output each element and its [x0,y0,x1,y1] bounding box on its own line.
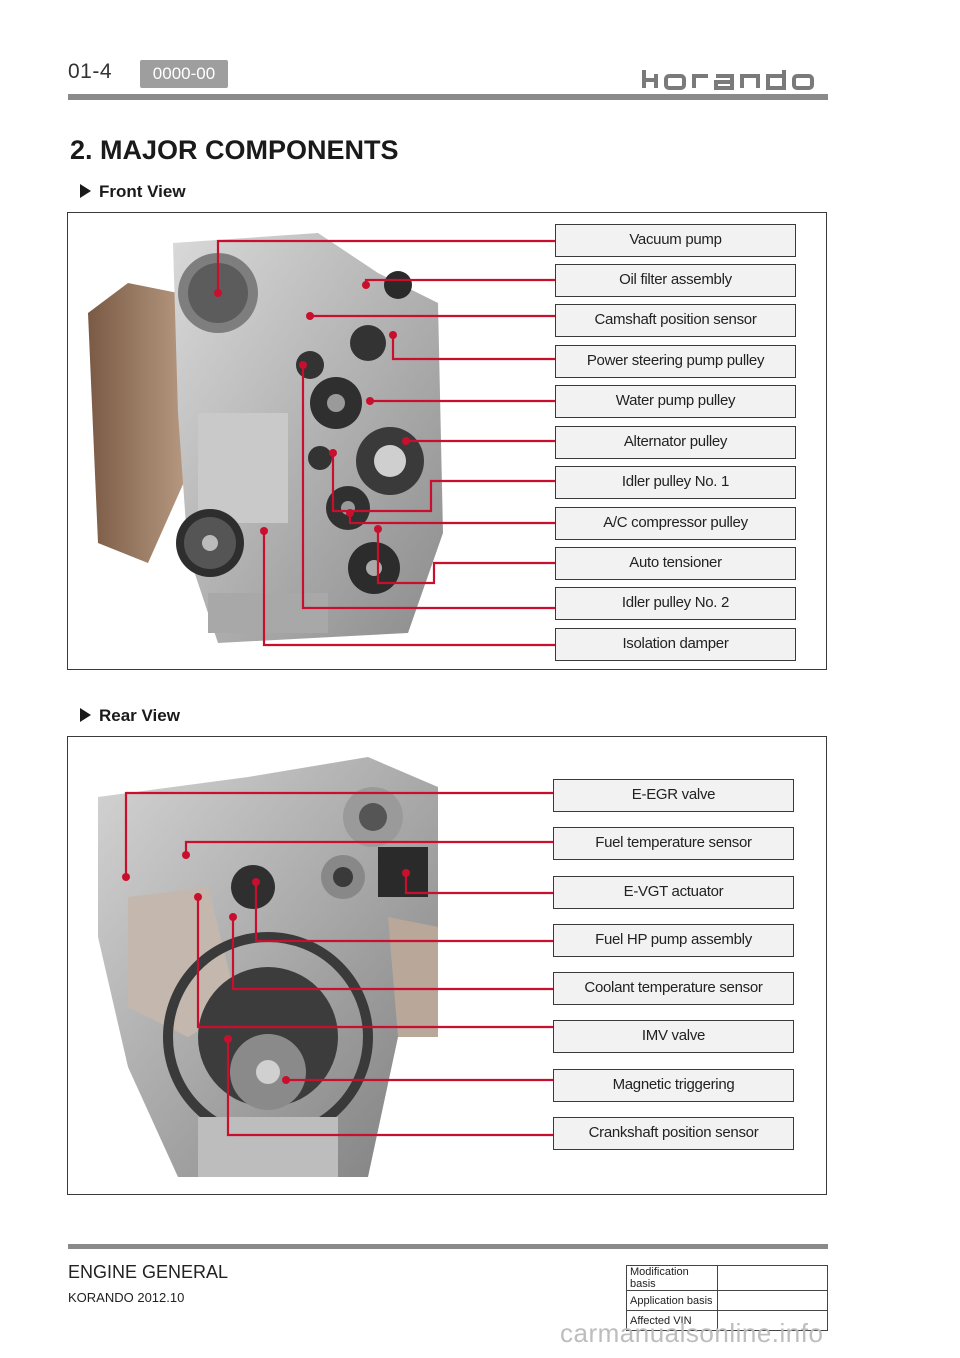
leader-imv-valve [196,897,553,1029]
table-key: Modification basis [626,1265,718,1291]
section-code-badge: 0000-00 [140,60,228,88]
label-vacuum-pump: Vacuum pump [555,224,796,257]
label-idler-pulley-no1: Idler pulley No. 1 [555,466,796,499]
leader-isolation-damper [262,531,555,647]
label-ac-compressor-pulley: A/C compressor pulley [555,507,796,540]
label-oil-filter-assembly: Oil filter assembly [555,264,796,297]
table-row: Modification basis [626,1265,828,1291]
leader-idler-1 [331,453,555,513]
label-magnetic-triggering: Magnetic triggering [553,1069,794,1102]
label-e-egr-valve: E-EGR valve [553,779,794,812]
table-key: Application basis [626,1290,718,1311]
leader-coolant-temp-sensor [231,917,553,991]
label-imv-valve: IMV valve [553,1020,794,1053]
leader-ps-pulley [391,335,555,361]
table-key: Affected VIN [626,1310,718,1331]
front-label-column: Vacuum pump Oil filter assembly Camshaft… [555,224,796,664]
leader-idler-2 [301,365,555,610]
engine-front-illustration [88,233,443,643]
label-crankshaft-position-sensor: Crankshaft position sensor [553,1117,794,1150]
leader-fuel-hp-pump [254,882,553,943]
label-alternator-pulley: Alternator pulley [555,426,796,459]
table-row: Affected VIN [626,1310,828,1331]
header-rule [68,94,828,100]
modification-table: Modification basis Application basis Aff… [626,1265,828,1331]
footer-title: ENGINE GENERAL [68,1262,229,1282]
rear-view-heading-text: Rear View [99,706,180,725]
label-idler-pulley-no2: Idler pulley No. 2 [555,587,796,620]
section-title: 2. MAJOR COMPONENTS [70,135,399,165]
table-value [717,1290,828,1311]
rear-label-column: E-EGR valve Fuel temperature sensor E-VG… [553,779,794,1154]
table-row: Application basis [626,1290,828,1311]
leader-oil-filter [364,278,555,285]
front-leader-lines [214,239,555,647]
table-value [717,1310,828,1331]
label-isolation-damper: Isolation damper [555,628,796,661]
rear-view-heading: Rear View [80,706,180,726]
korando-logo [642,70,814,90]
leader-crankshaft-sensor [226,1039,553,1137]
label-coolant-temperature-sensor: Coolant temperature sensor [553,972,794,1005]
leader-fuel-temp-sensor [184,840,553,855]
label-water-pump-pulley: Water pump pulley [555,385,796,418]
footer-rule [68,1244,828,1249]
watermark: carmanualsonline.info [560,1318,824,1348]
engine-rear-illustration [98,757,438,1177]
footer-subtitle: KORANDO 2012.10 [68,1290,185,1305]
front-view-heading-text: Front View [99,182,186,201]
page-number: 01-4 [68,60,113,83]
table-value [717,1265,828,1291]
front-view-figure: Vacuum pump Oil filter assembly Camshaft… [67,212,827,670]
front-view-heading: Front View [80,182,186,202]
leader-vacuum-pump [216,239,555,293]
triangle-bullet-icon [80,708,91,722]
leader-ac-pulley [348,513,555,525]
rear-view-figure: E-EGR valve Fuel temperature sensor E-VG… [67,736,827,1195]
rear-leader-lines [122,791,553,1137]
leader-auto-tensioner [376,529,555,585]
triangle-bullet-icon [80,184,91,198]
leader-egr-valve [124,791,553,877]
label-power-steering-pump-pulley: Power steering pump pulley [555,345,796,378]
label-auto-tensioner: Auto tensioner [555,547,796,580]
leader-evgt-actuator [404,873,553,895]
label-fuel-hp-pump-assembly: Fuel HP pump assembly [553,924,794,957]
label-fuel-temperature-sensor: Fuel temperature sensor [553,827,794,860]
label-camshaft-position-sensor: Camshaft position sensor [555,304,796,337]
label-e-vgt-actuator: E-VGT actuator [553,876,794,909]
